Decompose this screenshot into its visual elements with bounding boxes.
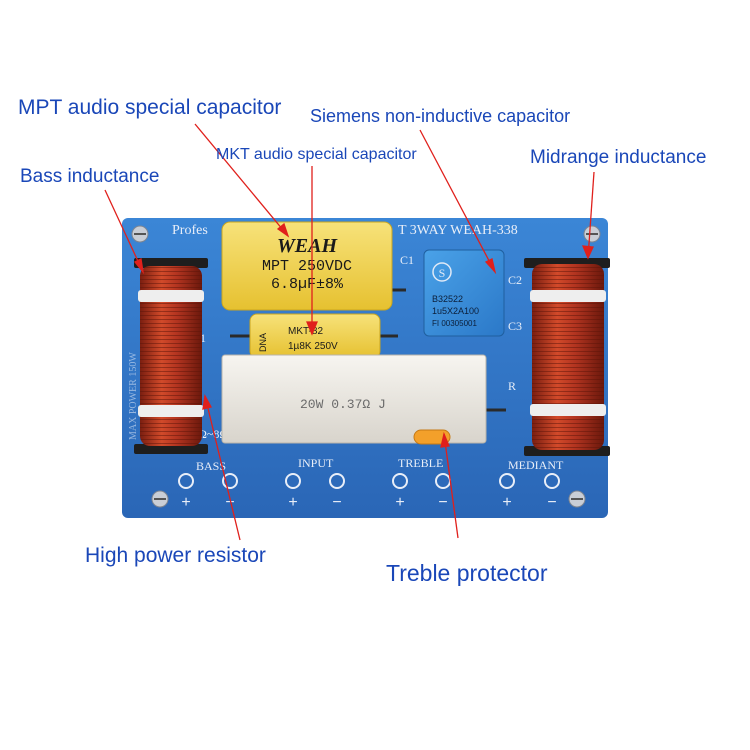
callout-siemens-capacitor: Siemens non-inductive capacitor — [310, 106, 571, 126]
terminal-label-bass: BASS — [196, 459, 226, 473]
bass-minus-sign: − — [225, 494, 234, 511]
mediant-plus-sign: + — [502, 494, 511, 511]
board-header-right: T 3WAY WEAH-338 — [398, 223, 518, 238]
bass-inductor — [134, 258, 208, 454]
callout-mpt-capacitor: MPT audio special capacitor — [18, 96, 282, 119]
callout-arrows — [104, 123, 595, 541]
mkt-cap-line1: MKT-82 — [288, 326, 323, 337]
treble-minus-sign: − — [438, 494, 447, 511]
treble-protector — [413, 429, 451, 445]
ref-c2: C2 — [508, 273, 522, 287]
ref-l1: 1 — [200, 331, 206, 345]
resistor-label: 20W 0.37Ω J — [300, 397, 386, 412]
ref-r: R — [508, 379, 516, 393]
board-side-text: MAX POWER 150W — [128, 352, 139, 440]
screw-icon — [131, 225, 149, 243]
midrange-inductor — [524, 258, 610, 456]
mkt-cap-side: DNA — [258, 333, 268, 352]
callout-bass-inductance: Bass inductance — [20, 166, 160, 187]
callout-treble-protector: Treble protector — [386, 560, 548, 586]
screw-icon — [583, 225, 601, 243]
terminal-label-mediant: MEDIANT — [508, 458, 564, 472]
siemens-logo-icon — [432, 262, 452, 282]
screw-icon — [568, 490, 586, 508]
callout-high-power-resistor: High power resistor — [85, 544, 266, 567]
mkt-capacitor: DNA MKT-82 1µ8K 250V — [230, 313, 398, 359]
mpt-cap-line1: MPT 250VDC — [262, 258, 352, 275]
bass-plus-sign: + — [181, 494, 190, 511]
mpt-cap-brand: WEAH — [277, 235, 338, 257]
screw-icon — [151, 490, 169, 508]
siemens-cap-line3: FI 00305001 — [432, 319, 477, 328]
siemens-cap-line2: 1u5X2A100 — [432, 306, 479, 316]
mpt-cap-line2: 6.8µF±8% — [271, 276, 344, 293]
terminal-label-treble: TREBLE — [398, 456, 443, 470]
callout-mkt-capacitor: MKT audio special capacitor — [216, 146, 417, 163]
svg-text:S: S — [439, 266, 446, 280]
ref-c1: C1 — [400, 253, 414, 267]
mpt-capacitor: WEAH MPT 250VDC 6.8µF±8% — [221, 221, 406, 311]
mkt-cap-line2: 1µ8K 250V — [288, 341, 338, 352]
siemens-cap-line1: B32522 — [432, 294, 463, 304]
callout-midrange-inductance: Midrange inductance — [530, 147, 707, 168]
input-plus-sign: + — [288, 494, 297, 511]
treble-plus-sign: + — [395, 494, 404, 511]
terminal-label-input: INPUT — [298, 456, 334, 470]
siemens-capacitor: S B32522 1u5X2A100 FI 00305001 — [423, 249, 505, 337]
high-power-resistor: 20W 0.37Ω J — [221, 354, 506, 444]
ref-c3: C3 — [508, 319, 522, 333]
board-header-left: Profes — [172, 223, 208, 238]
input-minus-sign: − — [332, 494, 341, 511]
mediant-minus-sign: − — [547, 494, 556, 511]
